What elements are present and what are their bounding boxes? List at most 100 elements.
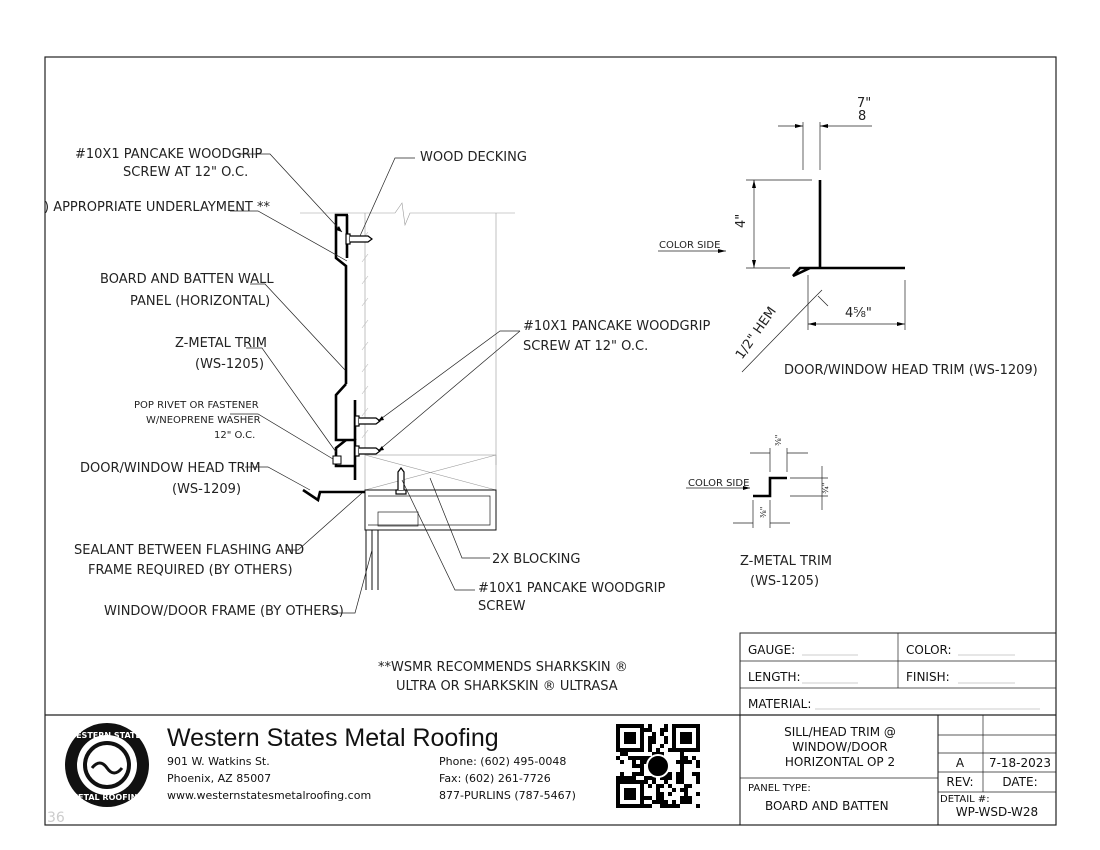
qr-module [616, 756, 620, 760]
qr-module [632, 804, 636, 808]
qr-module [620, 776, 624, 780]
qr-module [664, 736, 668, 740]
qr-module [640, 756, 644, 760]
qr-module [680, 796, 684, 800]
z-dim-top: ⅜" [774, 435, 783, 446]
qr-module [652, 800, 656, 804]
rivet-label-3: 12" O.C. [214, 430, 255, 441]
sheet-border [44, 56, 1057, 826]
qr-module [664, 728, 668, 732]
qr-module [640, 744, 644, 748]
qr-module [640, 724, 644, 728]
head-dim-height: 4" [734, 214, 749, 228]
qr-module [656, 796, 660, 800]
qr-module [668, 784, 672, 788]
qr-module [696, 736, 700, 740]
qr-module [616, 792, 620, 796]
qr-module [688, 760, 692, 764]
head-dim-top-num: 7" [857, 96, 871, 111]
z-color-side: COLOR SIDE [688, 478, 749, 489]
qr-module [640, 764, 644, 768]
qr-module [632, 796, 636, 800]
qr-module [684, 736, 688, 740]
qr-module [684, 784, 688, 788]
qr-module [660, 792, 664, 796]
qr-module [672, 744, 676, 748]
screw-bottom-label-2: SCREW [478, 599, 526, 614]
note-line-1: **WSMR RECOMMENDS SHARKSKIN ® [378, 660, 628, 675]
qr-module [632, 740, 636, 744]
qr-module [680, 800, 684, 804]
qr-module [640, 728, 644, 732]
wall-panel-label-1: BOARD AND BATTEN WALL [100, 272, 274, 287]
qr-module [640, 736, 644, 740]
qr-module [624, 752, 628, 756]
qr-module [696, 760, 700, 764]
qr-module [660, 744, 664, 748]
qr-module [620, 780, 624, 784]
qr-module [640, 760, 644, 764]
qr-module [636, 764, 640, 768]
qr-module [676, 772, 680, 776]
qr-module [648, 776, 652, 780]
qr-module [672, 788, 676, 792]
qr-module [696, 732, 700, 736]
qr-module [624, 780, 628, 784]
qr-module [684, 724, 688, 728]
qr-module [688, 800, 692, 804]
qr-module [684, 756, 688, 760]
qr-module [688, 784, 692, 788]
qr-module [656, 800, 660, 804]
qr-module [640, 772, 644, 776]
qr-module [632, 788, 636, 792]
qr-module [644, 804, 648, 808]
qr-module [688, 748, 692, 752]
qr-module [628, 788, 632, 792]
qr-module [640, 768, 644, 772]
qr-module [640, 804, 644, 808]
qr-module [632, 756, 636, 760]
qr-module [680, 740, 684, 744]
qr-module [616, 784, 620, 788]
gauge-label: GAUGE: [748, 643, 795, 657]
qr-module [636, 724, 640, 728]
qr-module [668, 804, 672, 808]
qr-module [624, 804, 628, 808]
qr-module [672, 724, 676, 728]
company-address-2: Phoenix, AZ 85007 [167, 772, 271, 785]
qr-module [640, 784, 644, 788]
qr-module [648, 796, 652, 800]
qr-module [628, 736, 632, 740]
qr-module [640, 800, 644, 804]
qr-module [696, 776, 700, 780]
leader-lines [230, 153, 521, 614]
qr-module [652, 736, 656, 740]
qr-module [628, 792, 632, 796]
qr-module [684, 748, 688, 752]
logo-text-top: WESTERN STATES [67, 731, 147, 740]
material-label: MATERIAL: [748, 697, 811, 711]
qr-module [616, 796, 620, 800]
qr-module [660, 800, 664, 804]
qr-module [688, 724, 692, 728]
qr-module [684, 732, 688, 736]
rev-label: REV: [946, 775, 973, 789]
qr-module [616, 800, 620, 804]
logo-text-bottom: METAL ROOFING [70, 793, 144, 802]
qr-module [676, 760, 680, 764]
qr-module [632, 724, 636, 728]
z-trim-title-1: Z-METAL TRIM [740, 554, 832, 569]
qr-module [628, 756, 632, 760]
finish-label: FINISH: [906, 670, 950, 684]
qr-module [644, 756, 648, 760]
qr-module [616, 780, 620, 784]
company-fax: Fax: (602) 261-7726 [439, 772, 551, 785]
company-name: Western States Metal Roofing [167, 724, 499, 752]
qr-module [632, 760, 636, 764]
qr-module [632, 736, 636, 740]
qr-module [672, 804, 676, 808]
qr-module [680, 752, 684, 756]
panel-type-label: PANEL TYPE: [748, 783, 811, 794]
qr-module [664, 804, 668, 808]
wall-panel-label-2: PANEL (HORIZONTAL) [130, 294, 270, 309]
